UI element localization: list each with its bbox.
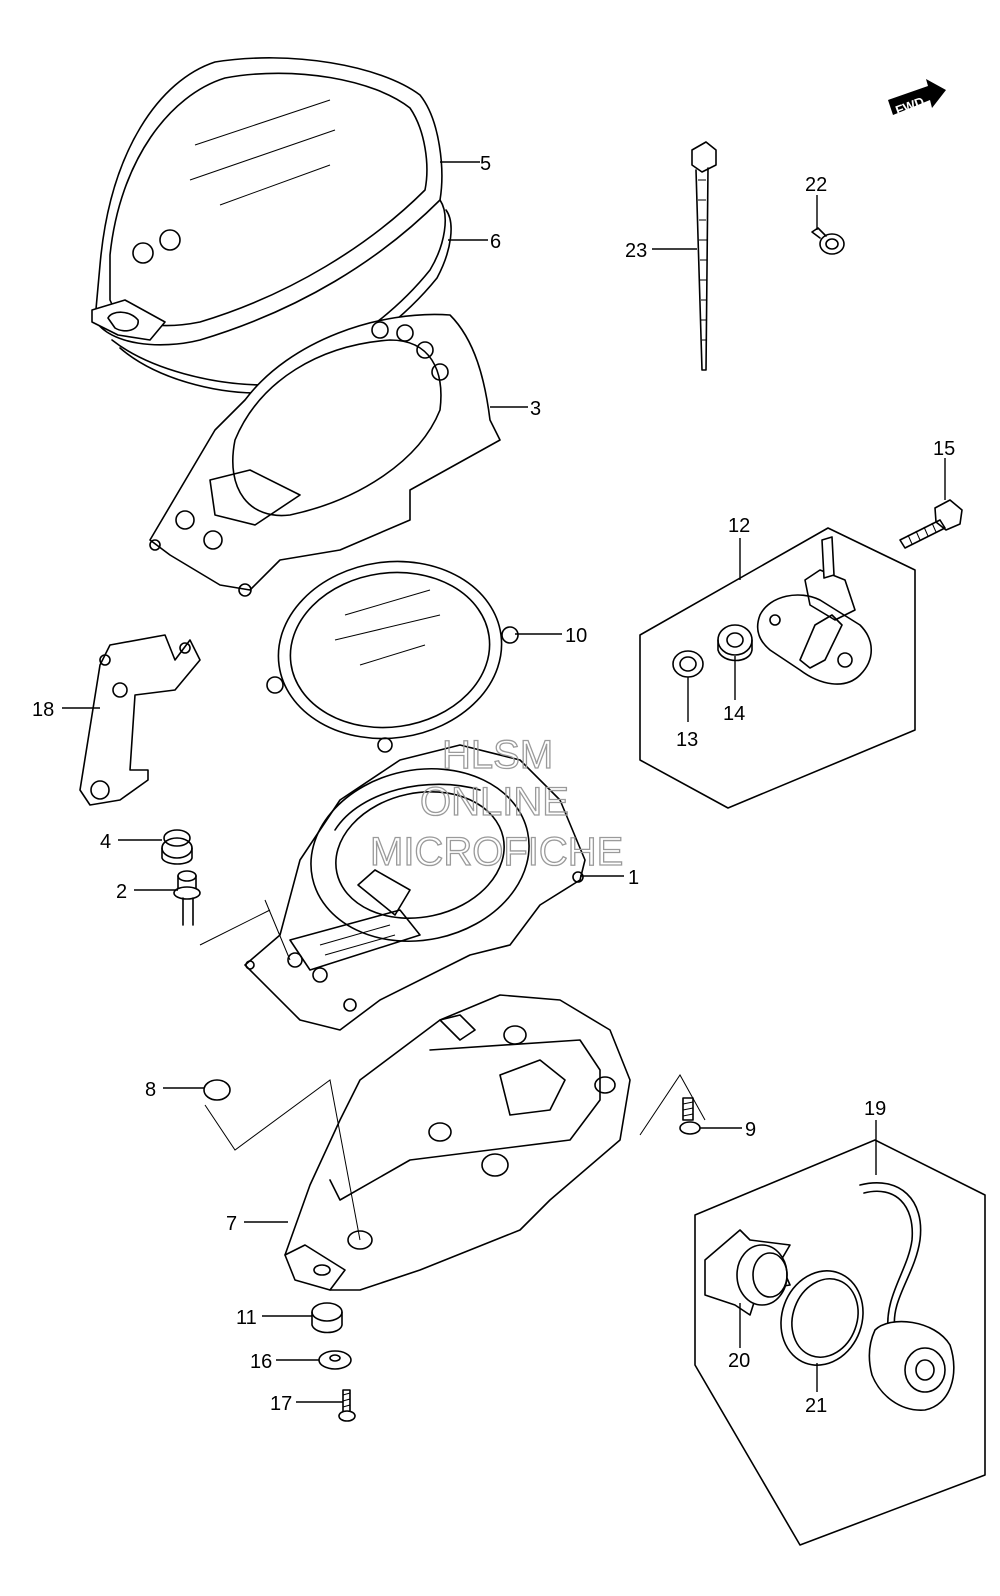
callout-21: 21 [805,1395,827,1417]
callout-7: 7 [226,1213,237,1235]
part-1-meter-assembly [244,744,586,1031]
part-11-grommet [311,1302,343,1334]
callout-2: 2 [116,881,127,903]
watermark: HLSM ONLINE MICROFICHE [369,732,624,874]
callout-9: 9 [745,1119,756,1141]
callout-1: 1 [628,867,639,889]
watermark-line1: HLSM [442,733,553,777]
part-17-screw [338,1389,356,1422]
callout-11: 11 [236,1307,257,1329]
part-9-screw [639,1074,706,1136]
part-12-group-box [639,527,916,809]
part-22-clamp [811,227,845,255]
part-21-oring [780,1270,864,1366]
callout-5: 5 [480,153,491,175]
part-8-plug [203,1079,231,1101]
callout-23: 23 [625,240,647,262]
callout-17: 17 [270,1393,292,1415]
watermark-line2: ONLINE [420,780,569,824]
part-5-upper-cover [91,57,443,346]
part-23-cable-tie [691,141,717,371]
part-19-group-box [694,1139,986,1546]
part-20-socket [704,1229,791,1316]
part-7-lower-case [204,994,631,1291]
part-18-bracket [79,634,201,806]
leader-lines [62,161,946,1403]
callout-16: 16 [250,1351,272,1373]
part-13-bulb [672,650,704,678]
callout-labels: 5 6 3 10 18 1 4 2 8 9 7 11 16 17 12 13 1… [32,153,955,1417]
callout-10: 10 [565,625,587,647]
callout-8: 8 [145,1079,156,1101]
callout-18: 18 [32,699,54,721]
callout-6: 6 [490,231,501,253]
callout-19: 19 [864,1098,886,1120]
part-16-washer [318,1350,352,1370]
part-19-socket-wire [859,1182,955,1411]
part-3-bezel [149,313,501,597]
part-2-stud [173,870,291,961]
callout-22: 22 [805,174,827,196]
part-12-socket-plate [756,536,873,685]
part-10-lens-ring [266,560,519,753]
callout-3: 3 [530,398,541,420]
callout-20: 20 [728,1350,750,1372]
callout-14: 14 [723,703,745,725]
watermark-line3: MICROFICHE [370,830,623,874]
callout-15: 15 [933,438,955,460]
callout-4: 4 [100,831,111,853]
fwd-arrow-icon: FWD [888,79,946,118]
callout-12: 12 [728,515,750,537]
callout-13: 13 [676,729,698,751]
part-14-rubber [717,624,753,662]
part-4-grommet [161,829,193,865]
part-15-bolt [899,499,963,549]
